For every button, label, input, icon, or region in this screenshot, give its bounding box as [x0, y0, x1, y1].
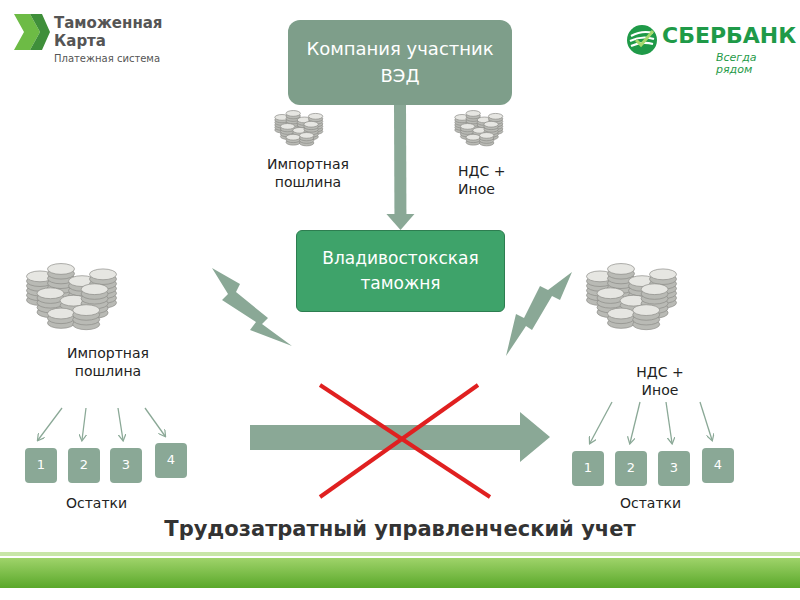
- coin-label: НДС + Иное: [620, 364, 700, 399]
- coin: [641, 284, 668, 295]
- remainder-box: 4: [702, 448, 734, 483]
- remainder-box: 3: [658, 451, 690, 486]
- coin-piles: [27, 111, 677, 330]
- box-number: 1: [584, 459, 592, 478]
- remainder-box: 1: [25, 448, 57, 483]
- box-number: 2: [80, 456, 88, 475]
- footer-bar: [0, 558, 800, 588]
- coin: [37, 288, 64, 299]
- box-number: 3: [670, 459, 678, 478]
- coin: [466, 134, 480, 140]
- coin-label: НДС + Иное: [458, 163, 538, 198]
- process-box: Компания участник ВЭД: [288, 20, 512, 105]
- box-number: 2: [627, 459, 635, 478]
- remainder-box: 2: [68, 448, 100, 483]
- remainder-box: 4: [155, 443, 187, 478]
- box-label: Компания участник ВЭД: [302, 36, 498, 88]
- logo-subtitle: Платежная система: [54, 53, 184, 65]
- logo-text: Таможенная Карта: [54, 14, 164, 50]
- coin: [460, 124, 474, 130]
- coin: [488, 113, 502, 119]
- coin: [48, 308, 75, 319]
- bank-name: СБЕРБАНК: [662, 24, 792, 48]
- cross-mark: [320, 385, 490, 497]
- coin: [608, 308, 635, 319]
- coin: [286, 134, 300, 140]
- coin-label: Импортная пошлина: [264, 156, 352, 191]
- coin: [73, 305, 100, 316]
- coin: [304, 121, 318, 127]
- coin: [308, 113, 322, 119]
- coin: [484, 121, 498, 127]
- remainder-label: Остатки: [620, 495, 710, 512]
- coin: [597, 288, 624, 299]
- coin: [48, 264, 75, 275]
- coin: [280, 124, 294, 130]
- coin: [650, 269, 677, 280]
- coin: [299, 133, 313, 139]
- footer-bar: [0, 552, 800, 556]
- coin: [81, 284, 108, 295]
- coin: [608, 264, 635, 275]
- caption: Трудозатратный управленческий учет: [0, 517, 800, 541]
- coin: [90, 269, 117, 280]
- remainder-label: Остатки: [66, 495, 156, 512]
- logo-icon: [14, 14, 50, 50]
- box-number: 3: [122, 456, 130, 475]
- sber-logo: [627, 25, 657, 55]
- bank-slogan: Всегда рядом: [716, 52, 796, 76]
- remainder-box: 2: [615, 451, 647, 486]
- lightning-arrow: [212, 268, 292, 346]
- box-label: Владивостокская таможня: [311, 246, 490, 295]
- box-number: 4: [714, 456, 722, 475]
- coin-label: Импортная пошлина: [66, 345, 150, 380]
- box-number: 4: [167, 451, 175, 470]
- remainder-box: 1: [572, 451, 604, 486]
- flow-arrow: [386, 105, 414, 230]
- remainder-box: 3: [110, 448, 142, 483]
- coin: [466, 111, 480, 117]
- coin: [479, 133, 493, 139]
- process-box: Владивостокская таможня: [296, 230, 505, 312]
- lightning-arrow: [506, 272, 572, 356]
- box-number: 1: [37, 456, 45, 475]
- coin: [633, 305, 660, 316]
- coin: [286, 111, 300, 117]
